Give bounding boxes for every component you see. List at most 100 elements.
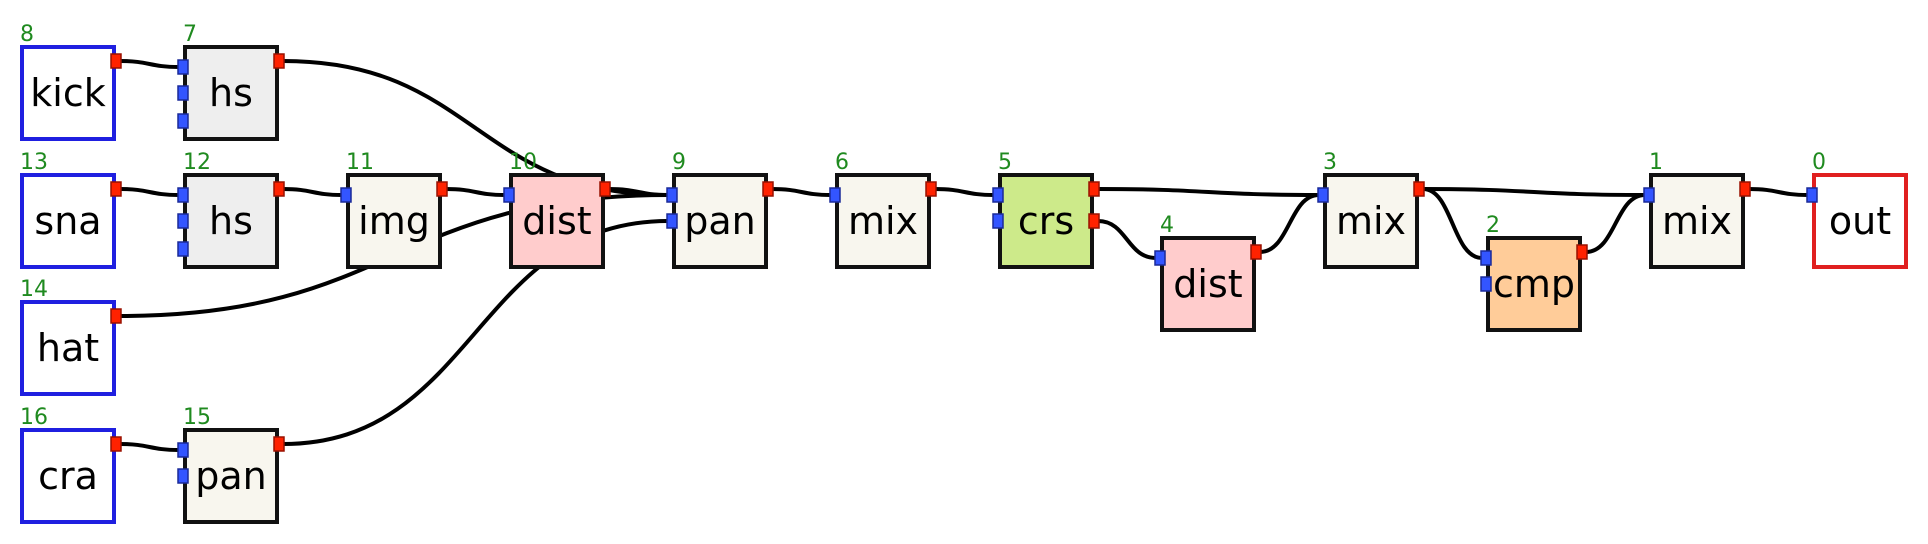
node-hs-12[interactable]: 12 hs	[177, 150, 285, 269]
node-id-label: 4	[1160, 213, 1174, 238]
input-port-0[interactable]	[992, 187, 1004, 203]
output-port-0[interactable]	[110, 181, 122, 197]
node-id-label: 3	[1323, 150, 1337, 175]
edge-5-to-4	[1097, 219, 1157, 260]
input-port-1[interactable]	[177, 213, 189, 229]
output-port-0[interactable]	[110, 308, 122, 324]
node-cmp-2[interactable]: 2 cmp	[1480, 213, 1588, 332]
edge-8-to-7	[119, 59, 180, 69]
node-box[interactable]	[1812, 173, 1908, 269]
output-port-0[interactable]	[110, 53, 122, 69]
node-label: hs	[209, 199, 253, 243]
node-box[interactable]	[20, 45, 116, 141]
input-port-0[interactable]	[1317, 187, 1329, 203]
node-box[interactable]	[20, 173, 116, 269]
node-box[interactable]	[1160, 236, 1256, 332]
node-label: dist	[1173, 262, 1242, 306]
node-dist-4[interactable]: 4 dist	[1154, 213, 1262, 332]
output-port-0[interactable]	[1088, 181, 1100, 197]
node-box[interactable]	[1323, 173, 1419, 269]
node-box[interactable]	[346, 173, 442, 269]
node-box[interactable]	[672, 173, 768, 269]
output-port-0[interactable]	[110, 436, 122, 452]
node-mix-3[interactable]: 3 mix	[1317, 150, 1425, 269]
node-id-label: 6	[835, 150, 849, 175]
node-box[interactable]	[183, 45, 279, 141]
output-port-0[interactable]	[925, 181, 937, 197]
node-label: pan	[684, 199, 756, 243]
output-port-0[interactable]	[273, 436, 285, 452]
input-port-0[interactable]	[503, 187, 515, 203]
node-id-label: 9	[672, 150, 686, 175]
output-port-0[interactable]	[599, 181, 611, 197]
node-label: cmp	[1493, 262, 1575, 306]
node-label: pan	[195, 454, 267, 498]
input-port-0[interactable]	[177, 59, 189, 75]
output-port-0[interactable]	[762, 181, 774, 197]
node-id-label: 1	[1649, 150, 1663, 175]
output-port-0[interactable]	[1413, 181, 1425, 197]
input-port-2[interactable]	[177, 241, 189, 257]
edge-15-to-9	[282, 219, 669, 446]
input-port-1[interactable]	[992, 213, 1004, 229]
edge-12-to-11	[282, 187, 343, 197]
nodes-layer: 8kick7hs13sna12hs11img10dist9pan6mix5crs…	[20, 22, 1908, 524]
node-id-label: 2	[1486, 213, 1500, 238]
node-id-label: 14	[20, 277, 48, 302]
input-port-0[interactable]	[666, 187, 678, 203]
node-label: cra	[38, 454, 98, 498]
node-hs-7[interactable]: 7hs	[177, 22, 285, 141]
input-port-0[interactable]	[340, 187, 352, 203]
input-port-0[interactable]	[1154, 250, 1166, 266]
input-port-0[interactable]	[177, 442, 189, 458]
node-box[interactable]	[1649, 173, 1745, 269]
node-id-label: 7	[183, 22, 197, 47]
node-id-label: 5	[998, 150, 1012, 175]
input-port-1[interactable]	[1480, 276, 1492, 292]
output-port-0[interactable]	[436, 181, 448, 197]
input-port-0[interactable]	[177, 187, 189, 203]
node-label: crs	[1018, 199, 1074, 243]
input-port-0[interactable]	[1643, 187, 1655, 203]
node-id-label: 16	[20, 405, 48, 430]
node-label: out	[1829, 199, 1891, 243]
output-port-1[interactable]	[1088, 213, 1100, 229]
edge-3-to-2	[1422, 187, 1483, 260]
node-label: hat	[37, 326, 99, 370]
edge-2-to-1	[1585, 193, 1646, 254]
input-port-1[interactable]	[666, 213, 678, 229]
node-id-label: 12	[183, 150, 211, 175]
input-port-0[interactable]	[829, 187, 841, 203]
output-port-0[interactable]	[1576, 244, 1588, 260]
node-pan-9[interactable]: 9 pan	[666, 150, 774, 269]
edge-9-to-6	[771, 187, 832, 197]
node-box[interactable]	[183, 173, 279, 269]
output-port-0[interactable]	[273, 53, 285, 69]
node-label: mix	[1336, 199, 1406, 243]
output-port-0[interactable]	[1250, 244, 1262, 260]
node-box[interactable]	[20, 300, 116, 396]
input-port-0[interactable]	[1480, 250, 1492, 266]
node-box[interactable]	[835, 173, 931, 269]
output-port-0[interactable]	[1739, 181, 1751, 197]
node-hat-14[interactable]: 14 hat	[20, 277, 122, 396]
edge-7-to-9	[282, 59, 669, 197]
output-port-0[interactable]	[273, 181, 285, 197]
node-box[interactable]	[20, 428, 116, 524]
input-port-2[interactable]	[177, 113, 189, 129]
edge-4-to-3	[1259, 193, 1320, 254]
input-port-0[interactable]	[1806, 187, 1818, 203]
input-port-1[interactable]	[177, 468, 189, 484]
input-port-1[interactable]	[177, 85, 189, 101]
node-box[interactable]	[509, 173, 605, 269]
node-cra-16[interactable]: 16 cra	[20, 405, 122, 524]
